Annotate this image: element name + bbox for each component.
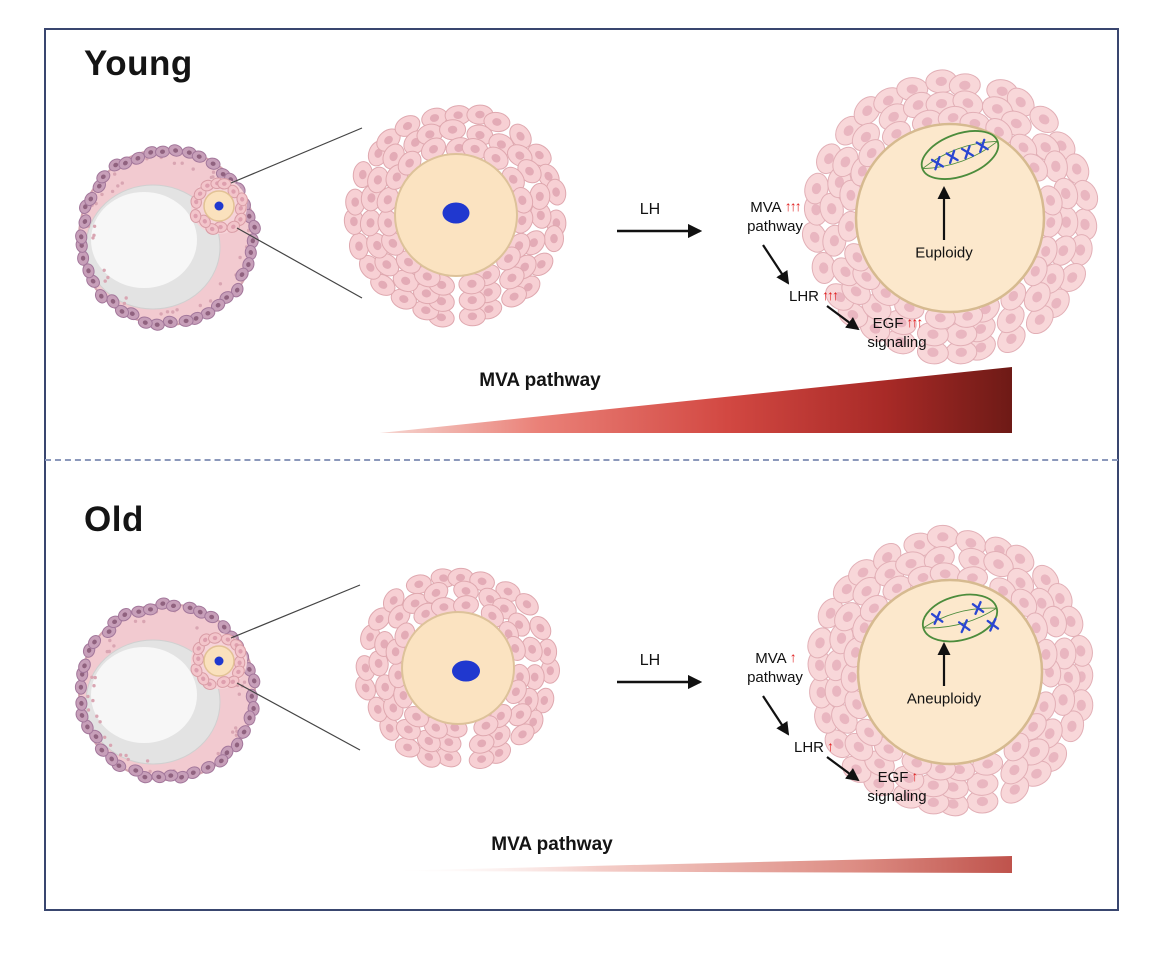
lhr-label: LHR (788, 288, 820, 306)
egf-up-arrow: ↑ (911, 767, 918, 784)
euploid-spindle (920, 130, 1000, 180)
ploidy-label-young: Euploidy (915, 244, 973, 262)
egf-label: EGF (872, 314, 904, 332)
young-mva-wedge (380, 367, 1012, 433)
mva-annotation-old: MVA↑ pathway (747, 649, 803, 688)
mva-annotation-young: MVA↑↑↑ pathway (747, 198, 803, 237)
aligned-chromosomes (930, 138, 989, 171)
young-coc (343, 104, 567, 328)
old-follicle-coc (190, 632, 247, 690)
aneuploid-spindle (921, 593, 1000, 643)
old-zoom-line-top (230, 584, 361, 639)
young-oocyte-nucleus (442, 202, 470, 224)
old-panel-title: Old (84, 500, 144, 539)
small-oocyte-nucleus (214, 201, 224, 211)
mva-wedge-label-old: MVA pathway (491, 834, 613, 855)
old-follicle (74, 597, 261, 784)
mva-wedge-label-young: MVA pathway (479, 370, 601, 391)
ploidy-label-old: Aneuploidy (906, 690, 982, 708)
young-right-coc (801, 69, 1099, 365)
old-expanded-cumulus-cells (807, 524, 1094, 817)
old-zoom-line-bottom (236, 682, 361, 751)
young-zoom-line-bottom (236, 227, 363, 299)
mva-label: MVA (755, 649, 787, 667)
old-follicle-theca-cells (74, 597, 261, 784)
mva-label-line2: pathway (747, 668, 803, 686)
lhr-annotation-young: LHR↑↑↑ (788, 287, 839, 307)
egf-up-arrows: ↑↑↑ (906, 313, 923, 330)
lh-label-young: LH (639, 201, 661, 218)
lh-label-old: LH (639, 652, 661, 669)
young-follicle (75, 144, 261, 331)
lhr-annotation-old: LHR↑ (793, 738, 834, 758)
young-follicle-coc (189, 177, 248, 235)
egf-annotation-old: EGF↑ signaling (867, 768, 926, 807)
lhr-up-arrows: ↑↑↑ (822, 287, 839, 304)
mva-up-arrow: ↑ (789, 648, 797, 665)
lhr-label: LHR (793, 739, 825, 757)
egf-annotation-young: EGF↑↑↑ signaling (867, 314, 926, 353)
old-mva-to-lhr-arrow (762, 695, 790, 736)
young-panel-title: Young (84, 44, 193, 83)
mva-label: MVA (750, 198, 782, 216)
old-coc (355, 567, 561, 770)
small-oocyte-nucleus (214, 656, 224, 666)
egf-label-line2: signaling (867, 333, 927, 351)
young-lhr-to-egf-arrow (826, 305, 860, 331)
young-zoom-line-top (230, 127, 363, 184)
young-mva-to-lhr-arrow (762, 244, 790, 285)
old-oocyte-nucleus (452, 660, 480, 682)
old-right-coc (807, 524, 1094, 817)
old-cumulus-cells (355, 567, 561, 770)
old-mva-wedge (380, 856, 1012, 873)
egf-label-line2: signaling (867, 787, 927, 805)
mva-label-line2: pathway (747, 217, 803, 235)
lhr-up-arrow: ↑ (827, 738, 834, 755)
scattered-chromosomes (930, 600, 1000, 634)
panel-divider (45, 459, 1118, 461)
egf-label: EGF (877, 768, 909, 786)
mva-up-arrows: ↑↑↑ (784, 197, 802, 214)
old-lhr-to-egf-arrow (826, 756, 860, 782)
